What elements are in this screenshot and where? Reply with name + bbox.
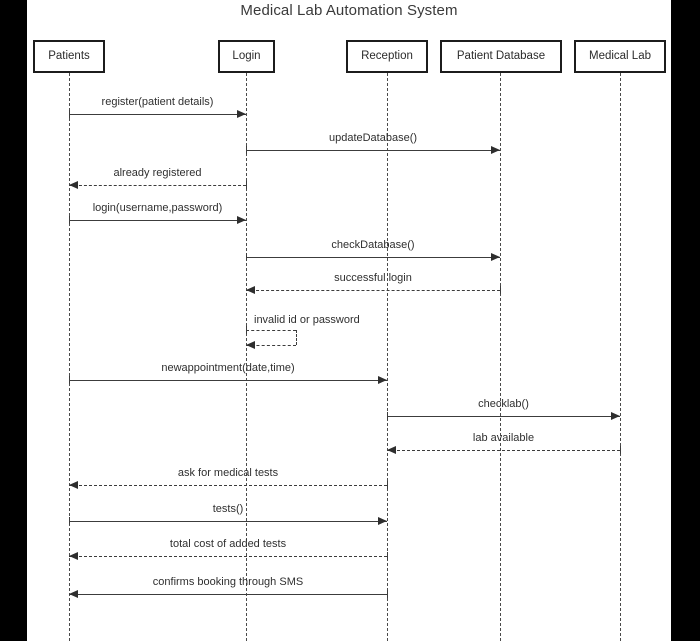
- arrowhead-right: [491, 145, 500, 154]
- participant-label: Medical Lab: [588, 50, 651, 62]
- message-origin-tick: [387, 590, 388, 598]
- arrowhead-left: [69, 180, 78, 189]
- participant-label: Login: [232, 50, 261, 62]
- arrowhead-right: [237, 215, 246, 224]
- message-origin-tick: [246, 146, 247, 154]
- lifeline-patients: [69, 73, 70, 641]
- self-message-bottom-line: [246, 345, 296, 346]
- arrowhead-right: [378, 375, 387, 384]
- message-line: [69, 556, 387, 557]
- message-label: already registered: [113, 167, 202, 179]
- message-origin-tick: [246, 253, 247, 261]
- lifeline-reception: [387, 73, 388, 641]
- message-line: [246, 290, 500, 291]
- message-origin-tick: [387, 412, 388, 420]
- message-label: login(username,password): [92, 202, 223, 214]
- message-line: [69, 594, 387, 595]
- message-origin-tick: [387, 552, 388, 560]
- self-message-label: invalid id or password: [254, 314, 360, 326]
- self-message-origin-tick: [246, 326, 247, 334]
- arrowhead-left: [69, 480, 78, 489]
- arrowhead-left: [246, 340, 255, 349]
- arrowhead-right: [611, 411, 620, 420]
- message-origin-tick: [69, 376, 70, 384]
- self-message-top-line: [246, 330, 296, 331]
- arrowhead-left: [246, 285, 255, 294]
- participant-label: Patients: [48, 50, 90, 62]
- message-line: [69, 380, 387, 381]
- message-line: [69, 485, 387, 486]
- message-line: [69, 220, 246, 221]
- message-line: [387, 450, 620, 451]
- lifeline-login: [246, 73, 247, 641]
- message-label: tests(): [212, 503, 244, 515]
- arrowhead-left: [69, 551, 78, 560]
- message-line: [69, 185, 246, 186]
- message-origin-tick: [69, 110, 70, 118]
- message-label: total cost of added tests: [169, 538, 287, 550]
- message-origin-tick: [387, 481, 388, 489]
- arrowhead-right: [378, 516, 387, 525]
- message-origin-tick: [69, 216, 70, 224]
- arrowhead-left: [69, 589, 78, 598]
- lifeline-patient_database: [500, 73, 501, 641]
- message-label: successful login: [334, 272, 412, 284]
- participant-box-reception[interactable]: Reception: [346, 40, 428, 73]
- message-label: lab available: [472, 432, 535, 444]
- message-label: updateDatabase(): [328, 132, 418, 144]
- lifeline-medical_lab: [620, 73, 621, 641]
- message-label: confirms booking through SMS: [152, 576, 304, 588]
- participant-box-login[interactable]: Login: [218, 40, 275, 73]
- message-line: [69, 521, 387, 522]
- message-origin-tick: [246, 181, 247, 189]
- message-line: [246, 257, 500, 258]
- message-label: newappointment(date,time): [161, 362, 295, 374]
- diagram-title: Medical Lab Automation System: [240, 2, 458, 19]
- participant-box-patient_database[interactable]: Patient Database: [440, 40, 562, 73]
- message-line: [387, 416, 620, 417]
- message-label: checklab(): [478, 398, 529, 410]
- participant-label: Reception: [361, 50, 413, 62]
- message-origin-tick: [620, 446, 621, 454]
- participant-label: Patient Database: [456, 50, 546, 62]
- message-label: register(patient details): [101, 96, 214, 108]
- message-label: ask for medical tests: [177, 467, 279, 479]
- participant-box-medical_lab[interactable]: Medical Lab: [574, 40, 666, 73]
- message-line: [246, 150, 500, 151]
- message-line: [69, 114, 246, 115]
- arrowhead-left: [387, 445, 396, 454]
- arrowhead-right: [491, 252, 500, 261]
- self-message-side-line: [296, 330, 297, 345]
- diagram-sheet: Medical Lab Automation System Patients Lo…: [27, 0, 671, 641]
- participant-box-patients[interactable]: Patients: [33, 40, 105, 73]
- message-origin-tick: [69, 517, 70, 525]
- message-origin-tick: [500, 286, 501, 294]
- message-label: checkDatabase(): [331, 239, 415, 251]
- arrowhead-right: [237, 109, 246, 118]
